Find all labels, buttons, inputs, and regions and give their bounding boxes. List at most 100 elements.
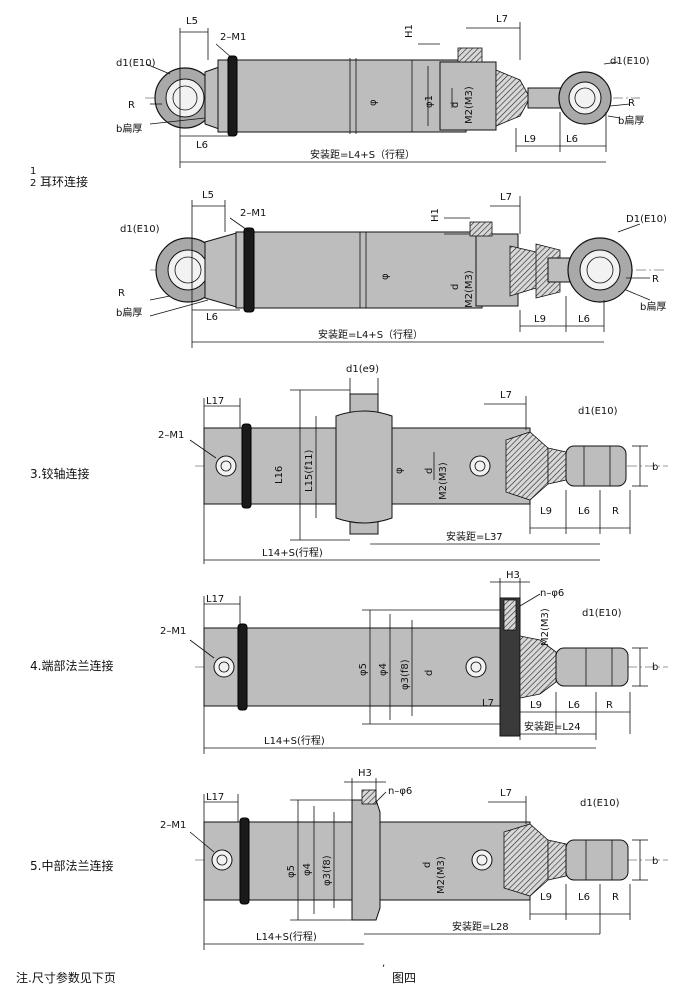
row2-D1-label: D1(E10) bbox=[626, 214, 667, 225]
stray-mark: , bbox=[382, 958, 385, 969]
row3-d1-label: d1(E10) bbox=[578, 406, 618, 417]
row2-b-label: b扁厚 bbox=[116, 306, 142, 319]
row4-L17-label: L17 bbox=[206, 594, 224, 605]
row4-end-flange-connection: H3 n–φ6 L17 M2(M3) d1(E10) 2–M1 φ5 φ4 φ3… bbox=[30, 570, 668, 754]
row5-H3-label: H3 bbox=[358, 768, 372, 779]
row5-M2-label: M2(M3) bbox=[436, 856, 447, 894]
row5-mount-label: 安装距=L28 bbox=[452, 920, 509, 933]
row1-H1-label: H1 bbox=[404, 24, 415, 38]
row2-R-right-label: R bbox=[652, 274, 659, 285]
row1-M1-label: 2–M1 bbox=[220, 32, 246, 43]
row1-d1-label: d1(E10) bbox=[116, 58, 156, 69]
row2-phi-label: φ bbox=[380, 273, 391, 280]
row4-b-label: b bbox=[652, 662, 658, 673]
row3-L7-label: L7 bbox=[500, 390, 512, 401]
row1-d1-right-label: d1(E10) bbox=[610, 56, 650, 67]
row5-d-label: d bbox=[422, 862, 433, 868]
middle-flange bbox=[351, 799, 381, 921]
row3-mount-label: 安装距=L37 bbox=[446, 530, 503, 543]
row1-L7-label: L7 bbox=[496, 14, 508, 25]
row3-b-label: b bbox=[652, 462, 658, 473]
seal-ring bbox=[227, 55, 238, 137]
row1-L6-right-label: L6 bbox=[566, 134, 578, 145]
row2-mount-label: 安装距=L4+S（行程） bbox=[318, 328, 423, 341]
row3-d1e9-label: d1(e9) bbox=[346, 364, 379, 375]
row5-R-label: R bbox=[612, 892, 619, 903]
row4-phi4-label: φ4 bbox=[378, 663, 389, 676]
row1-R-label: R bbox=[128, 100, 135, 111]
row1-phi-label: φ bbox=[368, 99, 379, 106]
row3-phi-label: φ bbox=[394, 467, 405, 474]
row4-L9-label: L9 bbox=[530, 700, 542, 711]
row4-L6-label: L6 bbox=[568, 700, 580, 711]
row2-L7-label: L7 bbox=[500, 192, 512, 203]
row3-L16-label: L16 bbox=[274, 466, 285, 484]
cylinder-barrel bbox=[203, 627, 503, 707]
footnote: 注.尺寸参数见下页 bbox=[16, 970, 116, 985]
row3-L15-label: L15(f11) bbox=[304, 450, 315, 492]
row4-nphi6-label: n–φ6 bbox=[540, 588, 564, 599]
row4-phi3-label: φ3(f8) bbox=[400, 659, 411, 690]
row5-phi5-label: φ5 bbox=[286, 865, 297, 878]
row3-L17-label: L17 bbox=[206, 396, 224, 407]
rod-end bbox=[565, 839, 629, 881]
row4-total-label: L14+S(行程) bbox=[264, 734, 325, 747]
figure-caption: 图四 bbox=[392, 971, 416, 985]
row4-H3-label: H3 bbox=[506, 570, 520, 581]
row4-M1-label: 2–M1 bbox=[160, 626, 186, 637]
row1-phi1-label: φ1 bbox=[424, 95, 435, 108]
row2-L9-label: L9 bbox=[534, 314, 546, 325]
row2-earring-connection: d1(E10) L5 2–M1 H1 L7 D1(E10) R R b扁厚 b扁… bbox=[116, 190, 667, 348]
row1-mount-label: 安装距=L4+S（行程） bbox=[310, 148, 415, 161]
cylinder-barrel bbox=[235, 231, 483, 309]
row4-phi5-label: φ5 bbox=[358, 663, 369, 676]
row2-d-label: d bbox=[450, 284, 461, 290]
row2-d1-label: d1(E10) bbox=[120, 224, 160, 235]
row1-L9-label: L9 bbox=[524, 134, 536, 145]
row2-L6-right-label: L6 bbox=[578, 314, 590, 325]
row4-R-label: R bbox=[606, 700, 613, 711]
row2-M1-label: 2–M1 bbox=[240, 208, 266, 219]
row5-phi4-label: φ4 bbox=[302, 863, 313, 876]
row3-R-label: R bbox=[612, 506, 619, 517]
row3-title: 3.铰轴连接 bbox=[30, 466, 89, 481]
row1-d-label: d bbox=[450, 102, 461, 108]
row5-L9-label: L9 bbox=[540, 892, 552, 903]
row1-b-right-label: b扁厚 bbox=[618, 114, 644, 127]
row5-b-label: b bbox=[652, 856, 658, 867]
row4-d1-label: d1(E10) bbox=[582, 608, 622, 619]
row5-L17-label: L17 bbox=[206, 792, 224, 803]
row5-title: 5.中部法兰连接 bbox=[30, 858, 113, 873]
row1-earring-connection: d1(E10) L5 2–M1 H1 L7 d1(E10) R R b扁厚 b扁… bbox=[30, 14, 650, 189]
row1-title: 耳环连接 bbox=[40, 174, 88, 189]
row5-M1-label: 2–M1 bbox=[160, 820, 186, 831]
row3-total-label: L14+S(行程) bbox=[262, 546, 323, 559]
row1-L6-label: L6 bbox=[196, 140, 208, 151]
row2-R-label: R bbox=[118, 288, 125, 299]
row3-L9-label: L9 bbox=[540, 506, 552, 517]
row5-phi3-label: φ3(f8) bbox=[322, 855, 333, 886]
row3-M2-label: M2(M3) bbox=[438, 462, 449, 500]
row5-L6-label: L6 bbox=[578, 892, 590, 903]
cylinder-barrel bbox=[217, 59, 467, 133]
row2-L6-label: L6 bbox=[206, 312, 218, 323]
row4-L7-label: L7 bbox=[482, 698, 494, 709]
row1-prefix-bottom: 2 bbox=[30, 178, 36, 189]
row4-M2-label: M2(M3) bbox=[540, 608, 551, 646]
row1-b-label: b扁厚 bbox=[116, 122, 142, 135]
rod-end bbox=[555, 647, 629, 687]
row2-L5-label: L5 bbox=[202, 190, 214, 201]
row3-trunnion-connection: d1(e9) L17 L7 d1(E10) 2–M1 L16 L15(f11) … bbox=[30, 364, 668, 564]
row1-prefix-top: 1 bbox=[30, 166, 36, 177]
row5-d1-label: d1(E10) bbox=[580, 798, 620, 809]
row5-middle-flange-connection: H3 n–φ6 L17 L7 d1(E10) 2–M1 φ5 φ4 φ3(f8)… bbox=[30, 768, 668, 950]
row2-H1-label: H1 bbox=[430, 208, 441, 222]
row5-total-label: L14+S(行程) bbox=[256, 930, 317, 943]
rod-end bbox=[565, 445, 627, 487]
row1-M2-label: M2(M3) bbox=[464, 86, 475, 124]
row3-d-label: d bbox=[424, 468, 435, 474]
row2-b-right-label: b扁厚 bbox=[640, 300, 666, 313]
row4-title: 4.端部法兰连接 bbox=[30, 658, 113, 673]
row5-L7-label: L7 bbox=[500, 788, 512, 799]
